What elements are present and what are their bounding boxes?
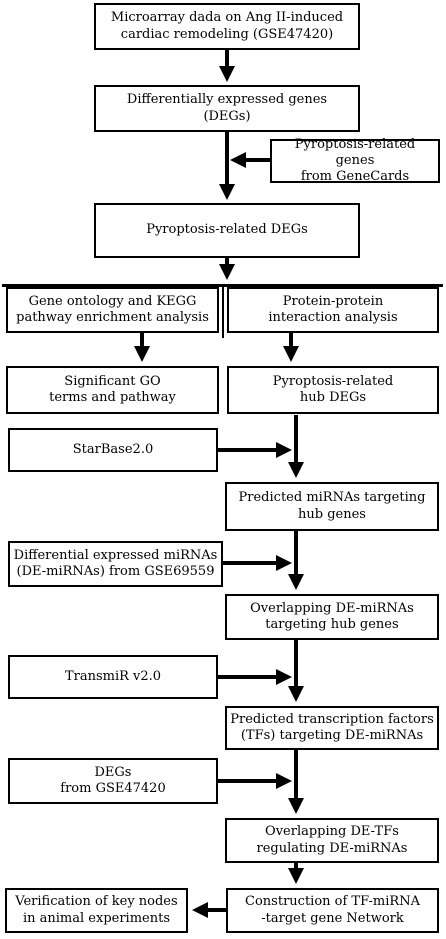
box-degs-gse47420-label: DEGs from GSE47420 — [60, 764, 166, 796]
box-overlapping-tfs: Overlapping DE-TFs regulating DE-miRNAs — [225, 818, 439, 863]
box-ppi: Protein-protein interaction analysis — [227, 287, 439, 333]
box-go-kegg-label: Gene ontology and KEGG pathway enrichmen… — [16, 293, 209, 325]
box-de-mirnas: Differential expressed miRNAs (DE-miRNAs… — [8, 541, 223, 587]
box-de-mirnas-label: Differential expressed miRNAs (DE-miRNAs… — [13, 547, 218, 579]
box-genecards-label: Pyroptosis-related genes from GeneCards — [294, 136, 416, 185]
box-genecards: Pyroptosis-related genes from GeneCards — [270, 136, 440, 185]
box-significant-go-label: Significant GO terms and pathway — [49, 373, 176, 405]
box-pyroptosis-degs-label: Pyroptosis-related DEGs — [146, 222, 308, 238]
box-degs-label: Differentially expressed genes (DEGs) — [126, 92, 328, 124]
box-degs-gse47420: DEGs from GSE47420 — [8, 758, 218, 804]
box-go-kegg: Gene ontology and KEGG pathway enrichmen… — [6, 287, 219, 333]
box-transmir: TransmiR v2.0 — [8, 655, 218, 699]
box-significant-go: Significant GO terms and pathway — [6, 366, 219, 414]
box-microarray-label: Microarray dada on Ang II-induced cardia… — [110, 10, 344, 42]
box-network-label: Construction of TF-miRNA -target gene Ne… — [245, 894, 420, 926]
box-predicted-tfs-label: Predicted transcription factors (TFs) ta… — [230, 711, 434, 743]
box-ppi-label: Protein-protein interaction analysis — [268, 293, 398, 325]
box-verification: Verification of key nodes in animal expe… — [5, 888, 188, 933]
section-divider — [2, 284, 443, 287]
box-predicted-mirnas: Predicted miRNAs targeting hub genes — [225, 482, 439, 531]
box-starbase-label: StarBase2.0 — [72, 441, 154, 457]
box-predicted-tfs: Predicted transcription factors (TFs) ta… — [225, 706, 439, 750]
box-transmir-label: TransmiR v2.0 — [64, 668, 162, 684]
box-hub-degs-label: Pyroptosis-related hub DEGs — [272, 373, 394, 405]
box-pyroptosis-degs: Pyroptosis-related DEGs — [94, 203, 360, 258]
box-overlapping-tfs-label: Overlapping DE-TFs regulating DE-miRNAs — [256, 824, 408, 856]
box-network: Construction of TF-miRNA -target gene Ne… — [226, 888, 439, 933]
box-overlapping-mirnas: Overlapping DE-miRNAs targeting hub gene… — [225, 594, 439, 640]
box-verification-label: Verification of key nodes in animal expe… — [15, 894, 178, 926]
box-hub-degs: Pyroptosis-related hub DEGs — [227, 366, 439, 414]
box-microarray: Microarray dada on Ang II-induced cardia… — [94, 3, 360, 50]
box-degs: Differentially expressed genes (DEGs) — [94, 85, 360, 132]
box-predicted-mirnas-label: Predicted miRNAs targeting hub genes — [238, 490, 426, 522]
box-starbase: StarBase2.0 — [8, 428, 218, 472]
box-overlapping-mirnas-label: Overlapping DE-miRNAs targeting hub gene… — [250, 600, 414, 632]
